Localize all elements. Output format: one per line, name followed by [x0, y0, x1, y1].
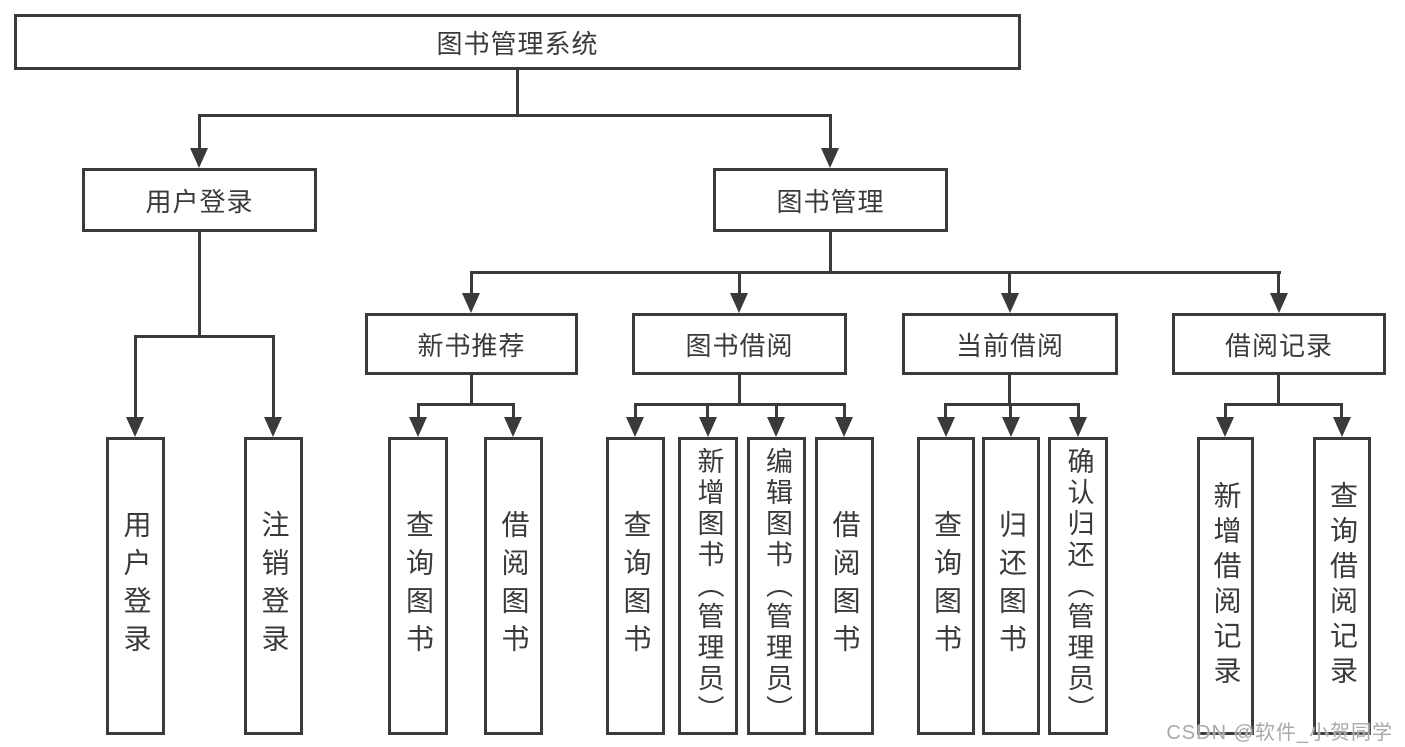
connector-stem-leaf [272, 335, 275, 419]
connector-book-mgmt-stub [829, 232, 832, 274]
node-leaf-label: 查询借阅记录 [1327, 481, 1358, 691]
node-leaf-add-borrow-record: 新增借阅记录 [1197, 437, 1254, 735]
arrowhead-leaf [937, 417, 955, 437]
connector-stem-leaf [1077, 403, 1080, 419]
node-leaf-label: 确认归还（管理员） [1063, 446, 1094, 726]
connector-stem-leaf [1224, 403, 1227, 419]
node-user-login: 用户登录 [82, 168, 317, 232]
arrowhead-book-borrow [730, 293, 748, 313]
connector-level1-horizontal [198, 114, 832, 117]
node-leaf-borrow-book-2: 借阅图书 [815, 437, 874, 735]
node-new-book-recommend-label: 新书推荐 [417, 330, 526, 361]
node-book-management: 图书管理 [713, 168, 948, 232]
connector-group4-horizontal [944, 403, 1080, 406]
connector-current-borrow-stub [1008, 375, 1011, 406]
arrowhead-new-book [462, 293, 480, 313]
connector-stem-leaf [775, 403, 778, 419]
arrowhead-leaf [626, 417, 644, 437]
node-book-management-label: 图书管理 [776, 186, 885, 217]
connector-stem-leaf [512, 403, 515, 419]
node-leaf-label: 归还图书 [996, 510, 1027, 662]
connector-group2-horizontal [417, 403, 515, 406]
connector-user-login-stub [198, 232, 201, 338]
node-borrow-record: 借阅记录 [1172, 313, 1386, 375]
arrowhead-leaf [1216, 417, 1234, 437]
node-leaf-label: 注销登录 [258, 510, 290, 662]
arrowhead-leaf [1002, 417, 1020, 437]
node-new-book-recommend: 新书推荐 [365, 313, 578, 375]
arrowhead-leaf [835, 417, 853, 437]
node-borrow-record-label: 借阅记录 [1224, 330, 1333, 361]
node-leaf-search-borrow-record: 查询借阅记录 [1313, 437, 1371, 735]
node-root-label: 图书管理系统 [436, 28, 599, 59]
connector-group5-horizontal [1224, 403, 1343, 406]
node-leaf-add-book-admin: 新增图书（管理员） [678, 437, 738, 735]
arrowhead-leaf [1333, 417, 1351, 437]
connector-stem-leaf [417, 403, 420, 419]
arrowhead-leaf [699, 417, 717, 437]
arrowhead-user-login [190, 148, 208, 168]
connector-stem-user-login [198, 114, 201, 152]
connector-book-borrow-stub [738, 375, 741, 406]
connector-stem-new-book [470, 271, 473, 297]
arrowhead-borrow-record [1270, 293, 1288, 313]
connector-stem-leaf [843, 403, 846, 419]
arrowhead-leaf [767, 417, 785, 437]
node-leaf-label: 查询图书 [403, 510, 434, 662]
node-leaf-label: 查询图书 [620, 510, 652, 662]
node-leaf-label: 查询图书 [931, 510, 962, 662]
node-leaf-label: 新增图书（管理员） [693, 446, 724, 726]
connector-stem-book-mgmt [829, 114, 832, 152]
watermark: CSDN @软件_小贺同学 [1166, 722, 1393, 744]
connector-group3-horizontal [634, 403, 846, 406]
connector-stem-leaf [134, 335, 137, 419]
node-book-borrow: 图书借阅 [632, 313, 847, 375]
arrowhead-leaf [504, 417, 522, 437]
node-leaf-label: 用户登录 [120, 510, 152, 662]
node-leaf-logout: 注销登录 [244, 437, 303, 735]
arrowhead-leaf [1069, 417, 1087, 437]
node-current-borrow: 当前借阅 [902, 313, 1118, 375]
connector-stem-book-borrow [738, 271, 741, 297]
connector-level3-horizontal [470, 271, 1281, 274]
node-leaf-search-book-2: 查询图书 [606, 437, 665, 735]
connector-borrow-record-stub [1277, 375, 1280, 406]
node-current-borrow-label: 当前借阅 [955, 330, 1064, 361]
node-root: 图书管理系统 [14, 14, 1021, 70]
node-book-borrow-label: 图书借阅 [685, 330, 794, 361]
node-leaf-return-book: 归还图书 [982, 437, 1040, 735]
arrowhead-leaf [409, 417, 427, 437]
connector-stem-leaf [944, 403, 947, 419]
connector-group1-horizontal [134, 335, 275, 338]
connector-stem-leaf [1340, 403, 1343, 419]
node-leaf-search-book-3: 查询图书 [917, 437, 975, 735]
node-user-login-label: 用户登录 [145, 186, 254, 217]
node-leaf-borrow-book-1: 借阅图书 [484, 437, 543, 735]
node-leaf-label: 编辑图书（管理员） [762, 446, 792, 726]
node-leaf-search-book-1: 查询图书 [388, 437, 448, 735]
arrowhead-current-borrow [1001, 293, 1019, 313]
arrowhead-book-mgmt [821, 148, 839, 168]
node-leaf-label: 借阅图书 [498, 510, 530, 662]
connector-stem-borrow-record [1277, 271, 1280, 297]
connector-new-book-stub [470, 375, 473, 406]
node-leaf-user-login: 用户登录 [106, 437, 165, 735]
node-leaf-label: 新增借阅记录 [1210, 481, 1242, 691]
connector-stem-leaf [706, 403, 709, 419]
node-leaf-label: 借阅图书 [829, 510, 861, 662]
node-leaf-confirm-return-admin: 确认归还（管理员） [1048, 437, 1108, 735]
arrowhead-leaf [126, 417, 144, 437]
connector-stem-current-borrow [1008, 271, 1011, 297]
connector-stem-leaf [634, 403, 637, 419]
connector-stem-leaf [1009, 403, 1012, 419]
connector-root-stub [516, 70, 519, 117]
arrowhead-leaf [264, 417, 282, 437]
node-leaf-edit-book-admin: 编辑图书（管理员） [747, 437, 806, 735]
